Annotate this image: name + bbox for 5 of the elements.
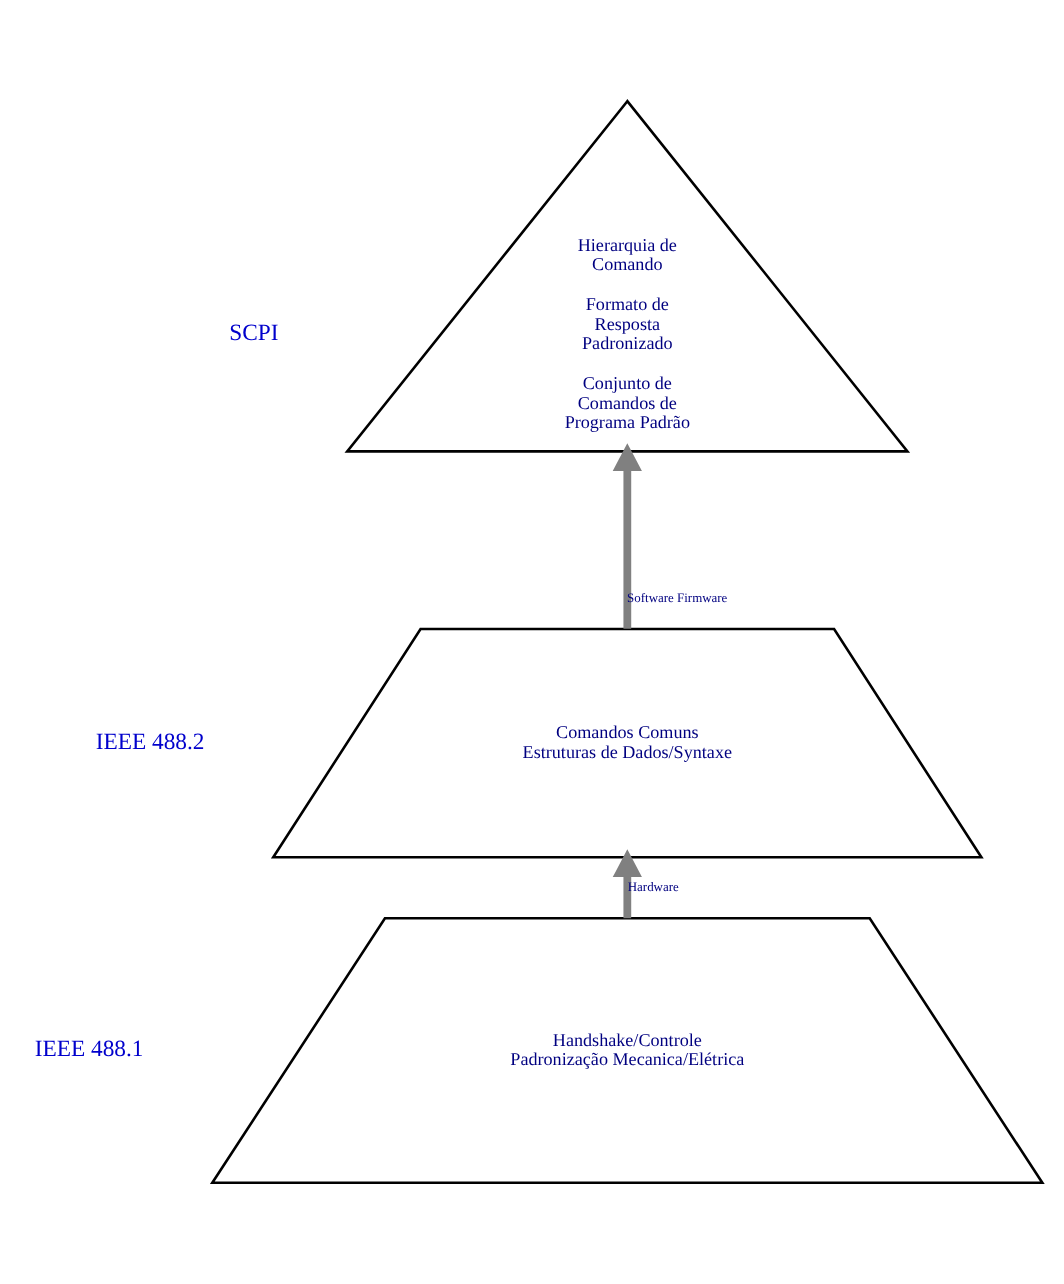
node-label: SCPI: [229, 320, 279, 347]
node-label: IEEE 488.1: [34, 1036, 144, 1063]
node-label: IEEE 488.2: [95, 728, 205, 755]
arrow: [612, 443, 642, 629]
arrow: [612, 849, 642, 919]
